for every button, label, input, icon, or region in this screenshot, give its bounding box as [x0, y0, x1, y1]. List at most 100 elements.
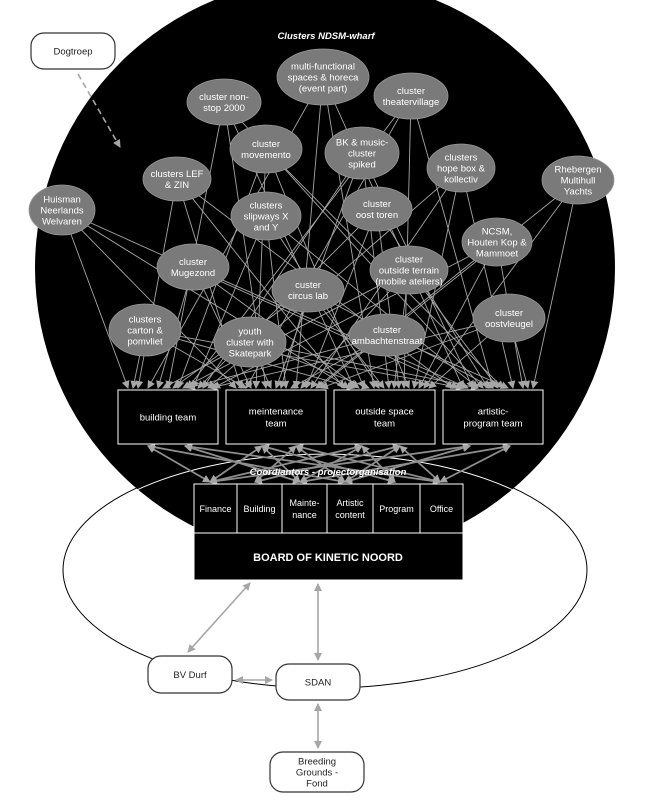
cluster-nonstop: cluster non-stop 2000 [186, 78, 262, 126]
link-carton-to-building [130, 355, 141, 389]
link-rhebergen-to-outsidespace [423, 200, 563, 389]
department-label: Building [243, 504, 275, 514]
link-hopebox-to-outsidespace [411, 191, 457, 389]
cluster-ellipse [341, 186, 413, 232]
external-label: BV Durf [173, 670, 207, 681]
external-sdan: SDAN [275, 663, 361, 701]
link-board-bvdurf [187, 582, 251, 653]
board-label: BOARD OF KINETIC NOORD [253, 552, 403, 564]
department-box [326, 483, 374, 534]
link-slipways-to-artistic [287, 233, 479, 389]
team-label: program team [463, 419, 522, 430]
cluster-ellipse [324, 126, 400, 180]
cluster-label: Multihull [561, 176, 596, 187]
department-label: Finance [199, 504, 231, 514]
cluster-ellipse [108, 303, 182, 357]
team-box [225, 389, 327, 445]
link-hopebox-to-maintenance [310, 188, 447, 389]
team-box [117, 389, 219, 445]
external-box [269, 751, 365, 793]
team-label: meintenance [249, 407, 303, 418]
link-huisman-to-building [70, 233, 130, 389]
cluster-label: cluster non- [199, 92, 249, 103]
cluster-label: cluster [397, 86, 425, 97]
link-slipways-to-building [192, 238, 257, 389]
link-mugezond-to-artistic [221, 279, 469, 389]
cluster-label: movemento [241, 150, 291, 161]
cluster-label: stop 2000 [203, 103, 245, 114]
cluster-label: multi-functional [291, 62, 355, 73]
department-box [193, 483, 238, 534]
department-label: Artistic [337, 498, 365, 508]
external-label: Breeding [298, 757, 336, 768]
external-bvdurf: BV Durf [147, 655, 233, 694]
cluster-ellipse [271, 267, 345, 313]
department-finance: Finance [193, 483, 238, 534]
cluster-ellipse [373, 72, 449, 120]
cluster-label: theatervillage [383, 97, 440, 108]
cluster-label: oost toren [356, 210, 398, 221]
cluster-label: (event part) [299, 84, 348, 95]
team-box [333, 389, 436, 445]
link-mugezond-to-outsidespace [216, 283, 360, 389]
cluster-label: cluster [373, 325, 401, 336]
cluster-ellipse [348, 313, 426, 357]
cluster-ellipse [186, 78, 262, 126]
cluster-label: carton & [127, 326, 163, 337]
cluster-ellipse [472, 293, 546, 343]
external-label: Grounds - [296, 768, 338, 779]
cluster-label: NCSM, [482, 227, 513, 238]
link-dogtroep [77, 73, 121, 148]
cluster-ellipse [28, 184, 96, 236]
link-oostvleugel-to-maintenance [320, 329, 479, 390]
external-box [275, 663, 361, 701]
link-ambacht-to-maintenance [290, 349, 361, 389]
cluster-label: Houten Kop & [467, 238, 527, 249]
department-box [372, 483, 421, 534]
department-box [419, 483, 464, 534]
team-box [442, 389, 544, 445]
external-box [30, 32, 116, 70]
cluster-label: Welvaren [42, 217, 82, 228]
cluster-label: kollectiv [444, 175, 478, 186]
cluster-ellipse [230, 191, 302, 241]
department-buildingdept: Building [236, 483, 283, 534]
link-ambacht-to-outsidespace [394, 354, 411, 389]
link-slipways-to-maintenance [268, 239, 290, 389]
department-label: Mainte- [289, 498, 319, 508]
cluster-label: clusters LEF [151, 169, 204, 180]
department-box [281, 483, 328, 534]
external-label: SDAN [305, 678, 332, 689]
coordination-links [147, 442, 511, 486]
link-slipways-to-outsidespace [279, 237, 380, 389]
cluster-ellipse [156, 243, 230, 291]
link-huisman-to-outsidespace [86, 225, 350, 389]
link-huisman-to-artistic [89, 222, 459, 389]
cluster-label: (mobile ateliers) [375, 277, 443, 288]
link-youth-to-maintenance [260, 365, 272, 389]
cluster-label: cluster [179, 257, 207, 268]
cluster-label: Skatepark [229, 349, 272, 360]
cluster-ellipse [369, 245, 449, 295]
diagram-title: Clusters NDSM-wharf [277, 31, 375, 42]
external-links [77, 73, 322, 749]
cluster-label: youth [238, 327, 261, 338]
link-oostvleugel-to-artistic [514, 340, 531, 389]
link-youth-to-artistic [283, 348, 479, 391]
cluster-label: spaces & horeca [288, 73, 359, 84]
cluster-label: slipways X [244, 212, 290, 223]
cluster-label: and Y [254, 223, 279, 234]
